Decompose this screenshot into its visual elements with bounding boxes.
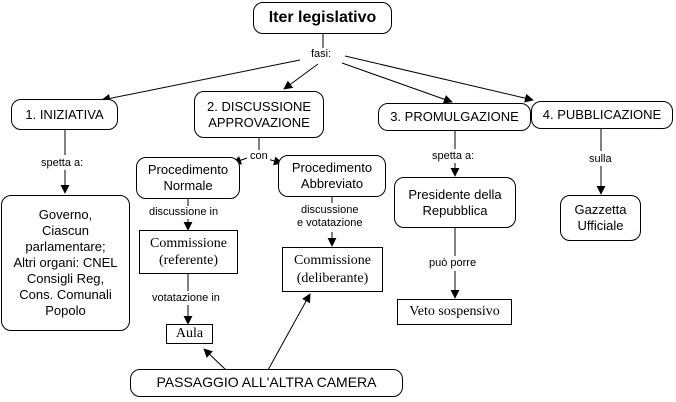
label-spetta-iniziativa: spetta a: (39, 157, 86, 170)
presidente-line2: Repubblica (422, 202, 488, 218)
phase-iniziativa[interactable]: 1. INIZIATIVA (11, 99, 118, 130)
label-con: con (248, 150, 270, 163)
diagram-title: Iter legislativo (268, 9, 377, 27)
label-discussione-line1: discussione (300, 204, 359, 216)
phase-promulgazione-label: 3. PROMULGAZIONE (390, 109, 519, 125)
aula-label: Aula (175, 326, 204, 342)
procedimento-abbreviato-line1: Procedimento (291, 160, 373, 176)
diagram-title-node[interactable]: Iter legislativo (253, 2, 392, 34)
soggetti-line: parlamentare; (25, 239, 106, 255)
soggetti-line: Governo, (38, 207, 93, 223)
node-veto-sospensivo[interactable]: Veto sospensivo (397, 299, 512, 325)
node-presidente-repubblica[interactable]: Presidente della Repubblica (394, 177, 516, 228)
commissione-deliberante-line1: Commissione (293, 253, 371, 269)
soggetti-line: Ciascun (42, 223, 89, 239)
soggetti-line: Consigli Reg, (26, 270, 105, 286)
edge-passaggio-aula (203, 348, 227, 371)
node-aula[interactable]: Aula (166, 324, 213, 344)
phase-discussione-approvazione[interactable]: 2. DISCUSSIONE APPROVAZIONE (194, 91, 324, 138)
label-puo-porre: può porre (427, 257, 479, 270)
label-discussione-in: discussione in (147, 206, 221, 219)
edge-fasi-discussione (283, 63, 319, 90)
phase-discussione-line1: 2. DISCUSSIONE (206, 98, 312, 114)
procedimento-normale-line2: Normale (163, 178, 213, 193)
node-commissione-referente[interactable]: Commissione (referente) (139, 230, 238, 274)
label-discussione-line2: e votatazione (297, 216, 363, 229)
soggetti-line: Altri organi: CNEL (13, 255, 118, 271)
edge-fasi-promulgazione (341, 62, 453, 104)
commissione-deliberante-line2: (deliberante) (296, 270, 369, 286)
node-commissione-deliberante[interactable]: Commissione (deliberante) (282, 247, 383, 292)
phase-pubblicazione-label: 4. PUBBLICAZIONE (542, 107, 662, 123)
phase-iniziativa-label: 1. INIZIATIVA (25, 106, 104, 122)
node-procedimento-normale[interactable]: Procedimento Normale (136, 157, 240, 199)
gazzetta-line2: Ufficiale (577, 218, 624, 233)
commissione-referente-line2: (referente) (158, 253, 219, 268)
node-procedimento-abbreviato[interactable]: Procedimento Abbreviato (278, 155, 386, 197)
presidente-line1: Presidente della (408, 186, 502, 202)
node-gazzetta-ufficiale[interactable]: Gazzetta Ufficiale (560, 195, 641, 241)
soggetti-line: Popolo (45, 302, 86, 318)
label-fasi: fasi: (309, 48, 334, 61)
edge-passaggio-commissione (267, 293, 311, 371)
edge-fasi-iniziativa (101, 59, 301, 103)
passaggio-label: PASSAGGIO ALL'ALTRA CAMERA (156, 374, 377, 391)
gazzetta-line1: Gazzetta (574, 202, 627, 218)
phase-pubblicazione[interactable]: 4. PUBBLICAZIONE (531, 101, 673, 129)
node-passaggio-altra-camera[interactable]: PASSAGGIO ALL'ALTRA CAMERA (130, 369, 403, 397)
label-discussione-votazione: discussione e votatazione (295, 204, 365, 230)
label-sulla: sulla (587, 153, 614, 166)
procedimento-abbreviato-line2: Abbreviato (300, 176, 364, 191)
veto-label: Veto sospensivo (409, 304, 500, 320)
edge-fasi-pubblicazione (344, 55, 534, 103)
label-spetta-promulgazione: spetta a: (430, 150, 477, 163)
node-soggetti-iniziativa[interactable]: Governo, Ciascun parlamentare; Altri org… (1, 195, 130, 331)
soggetti-line: Cons. Comunali (19, 286, 112, 302)
label-votatazione-in: votatazione in (150, 292, 222, 305)
phase-discussione-line2: APPROVAZIONE (208, 114, 310, 130)
phase-promulgazione[interactable]: 3. PROMULGAZIONE (378, 103, 531, 131)
commissione-referente-line1: Commissione (149, 235, 227, 251)
procedimento-normale-line1: Procedimento (147, 162, 229, 178)
